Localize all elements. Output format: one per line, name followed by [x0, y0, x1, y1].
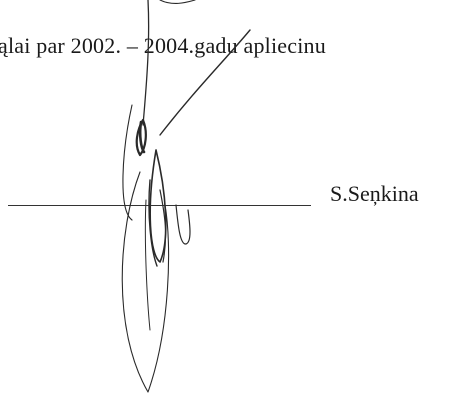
- signature-line: [8, 205, 311, 206]
- body-text-line: ąlai par 2002. – 2004.gadu apliecinu: [0, 33, 326, 58]
- signer-name: S.Seņkina: [330, 181, 419, 206]
